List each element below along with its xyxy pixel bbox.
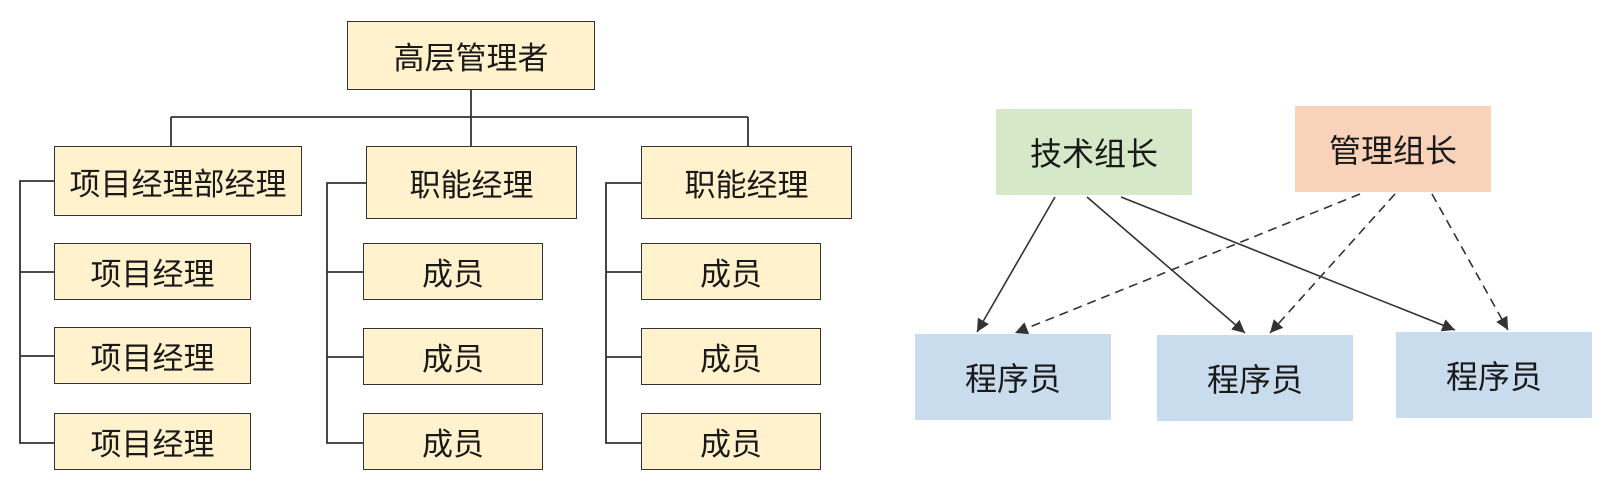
node-programmer-3: 程序员: [1396, 332, 1592, 418]
bracket-col3: [605, 182, 641, 444]
arrow-mgmt-to-programmer-3: [1431, 193, 1509, 331]
tech-lead-arrows: [976, 196, 1456, 334]
bracket-col1: [19, 180, 54, 444]
node-col3-member-3: 成员: [641, 413, 821, 470]
node-col2-member-2: 成员: [363, 328, 543, 385]
node-col1-member-1: 项目经理: [54, 243, 251, 300]
node-col3-head: 职能经理: [641, 146, 852, 219]
arrow-mgmt-to-programmer-1: [1014, 193, 1361, 335]
arrow-tech-to-programmer-3: [1120, 196, 1456, 332]
node-programmer-1: 程序员: [915, 334, 1111, 420]
node-col3-member-2: 成员: [641, 328, 821, 385]
node-col2-member-1: 成员: [363, 243, 543, 300]
node-col1-member-3: 项目经理: [54, 413, 251, 470]
node-top-manager: 高层管理者: [347, 21, 595, 90]
arrow-mgmt-to-programmer-2: [1269, 193, 1396, 334]
node-col3-member-1: 成员: [641, 243, 821, 300]
node-col1-member-2: 项目经理: [54, 327, 251, 384]
node-col2-head: 职能经理: [366, 146, 577, 219]
arrow-tech-to-programmer-1: [976, 196, 1056, 333]
org-tree-connectors: [19, 90, 749, 444]
node-mgmt-lead: 管理组长: [1295, 106, 1491, 192]
arrow-tech-to-programmer-2: [1086, 196, 1246, 334]
node-col1-head: 项目经理部经理: [54, 146, 302, 216]
mgmt-lead-arrows: [1014, 193, 1509, 335]
node-programmer-2: 程序员: [1157, 335, 1353, 421]
bracket-col2: [326, 182, 366, 444]
node-col2-member-3: 成员: [363, 413, 543, 470]
node-tech-lead: 技术组长: [996, 109, 1192, 195]
